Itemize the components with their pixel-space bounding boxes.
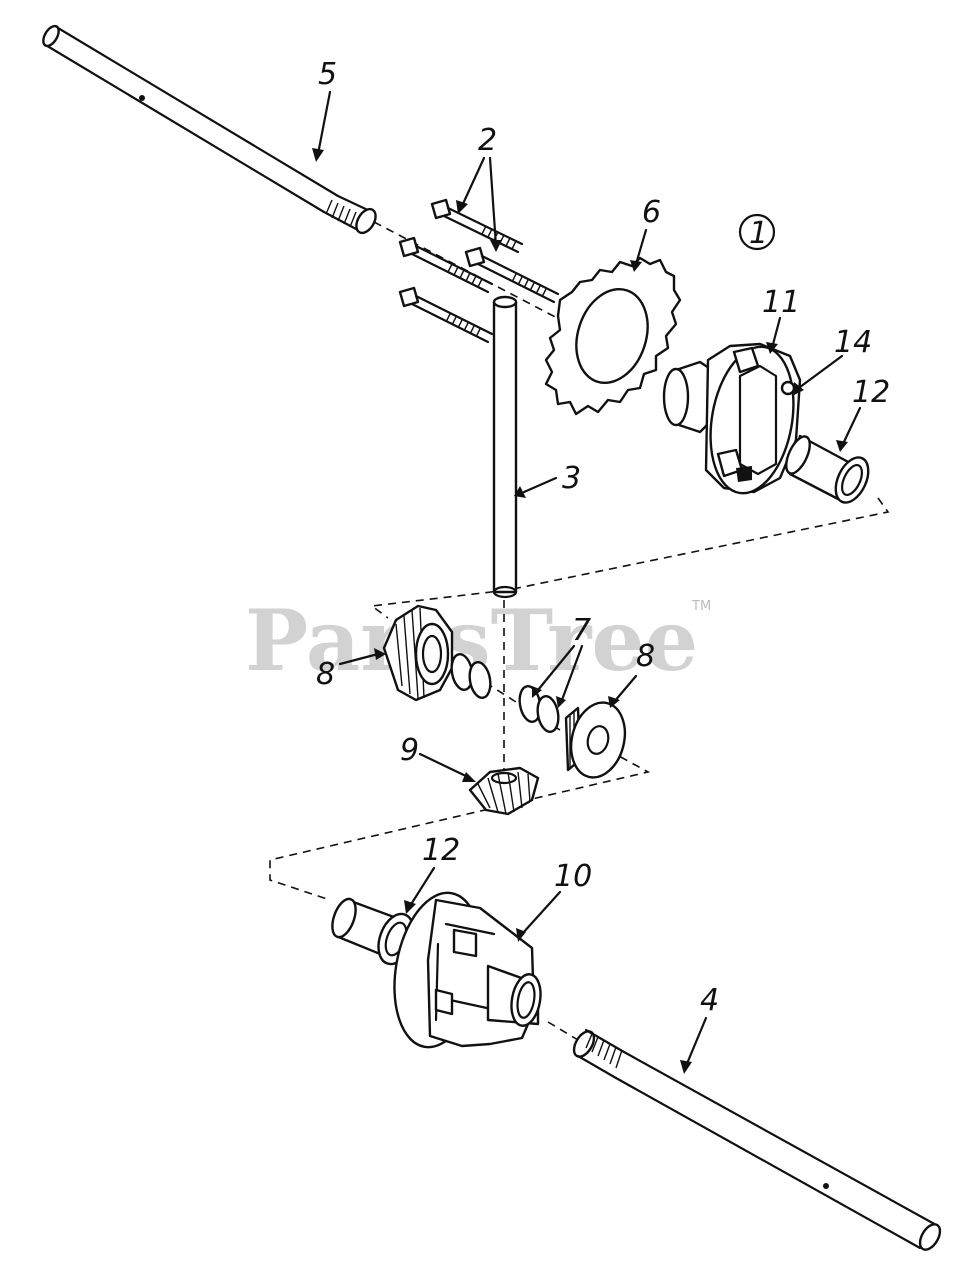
callout-label: 4 [700, 983, 719, 1018]
shaft-hole [823, 1183, 829, 1189]
callout-9: 9 [400, 733, 476, 782]
callout-label: 8 [636, 639, 655, 674]
callout-11: 11 [762, 285, 800, 354]
pinion-gear[interactable] [468, 766, 540, 816]
callout-8-left: 8 [316, 648, 386, 692]
bolts[interactable] [398, 198, 560, 344]
callout-5: 5 [312, 57, 337, 162]
callout-14: 14 [792, 325, 872, 396]
callout-label: 12 [852, 375, 890, 410]
callout-label: 9 [400, 733, 419, 768]
bevel-gear-right[interactable] [564, 697, 633, 783]
callout-label: 10 [554, 859, 592, 894]
callout-label: 7 [572, 613, 591, 648]
callout-3: 3 [514, 461, 581, 498]
callout-8-right: 8 [608, 639, 655, 708]
callout-4: 4 [680, 983, 719, 1074]
callout-label: 14 [834, 325, 872, 360]
differential-housing-right[interactable] [662, 340, 804, 500]
callout-label: 5 [318, 57, 337, 92]
bolt [464, 246, 560, 304]
axis-line-lower [547, 1021, 579, 1041]
bolt [398, 286, 494, 344]
callout-label: 12 [422, 833, 460, 868]
callout-label: 6 [642, 195, 661, 230]
callout-label: 11 [762, 285, 800, 320]
diagram-reference: 1 [738, 213, 776, 251]
shaft-hole [139, 95, 145, 101]
watermark-trademark: TM [691, 599, 711, 614]
callout-2: 2 [456, 123, 502, 252]
connector-lower [269, 749, 651, 901]
pin[interactable] [492, 295, 518, 599]
callout-12-left: 12 [404, 833, 460, 914]
axle-thread-lower [585, 1033, 623, 1069]
sprocket[interactable] [544, 256, 682, 416]
callout-label: 3 [562, 461, 581, 496]
bolt [430, 198, 524, 254]
bolt [398, 236, 494, 294]
bushing-left[interactable] [328, 896, 420, 969]
differential-housing-left[interactable] [383, 886, 544, 1054]
callout-7: 7 [532, 613, 591, 708]
axle-shaft-upper[interactable] [40, 23, 379, 236]
callout-12-right: 12 [836, 375, 890, 452]
callout-6: 6 [630, 195, 661, 272]
callout-10: 10 [516, 859, 592, 942]
bushing-right[interactable] [781, 433, 874, 508]
axle-thread-upper [322, 194, 377, 235]
diagram-ref-label: 1 [749, 216, 768, 251]
axle-shaft-lower[interactable] [570, 1028, 944, 1253]
connector-upper [369, 497, 890, 619]
callout-label: 2 [478, 123, 497, 158]
bevel-gear-left[interactable] [382, 604, 454, 702]
callout-label: 8 [316, 657, 335, 692]
